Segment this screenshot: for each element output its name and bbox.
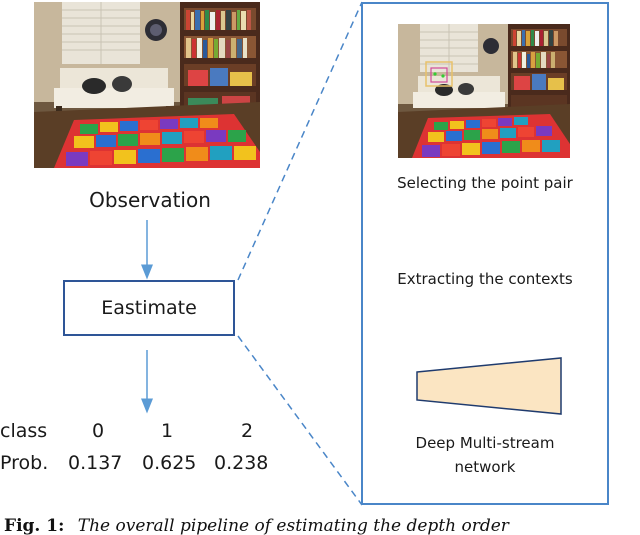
network-trapezoid: [416, 357, 562, 415]
figure-caption: Fig. 1: The overall pipeline of estimati…: [0, 514, 640, 535]
step2-label: Extracting the contexts: [397, 270, 573, 288]
caption-fig-label: Fig. 1:: [4, 516, 65, 535]
step3-label-line2: network: [454, 458, 516, 476]
table-row1-header: class: [0, 420, 48, 442]
table-prob-1: 0.625: [142, 452, 197, 474]
point-b-marker: [441, 74, 445, 78]
point-pair-image: [398, 24, 570, 158]
context-box-outer: [425, 61, 453, 87]
step3-label-line1: Deep Multi-stream: [415, 434, 555, 452]
observation-image: [34, 2, 260, 168]
table-row2-header: Prob.: [0, 452, 49, 474]
estimate-box: Eastimate: [63, 280, 235, 336]
room-scene-with-points: [398, 24, 570, 158]
detail-panel: Selecting the point pair Extracting the …: [361, 2, 609, 505]
table-class-2: 2: [241, 420, 254, 442]
table-class-1: 1: [161, 420, 174, 442]
table-class-0: 0: [92, 420, 105, 442]
estimate-label: Eastimate: [101, 297, 197, 319]
caption-text: The overall pipeline of estimating the d…: [77, 516, 509, 535]
table-prob-0: 0.137: [68, 452, 123, 474]
probability-table: class 0 1 2 Prob. 0.137 0.625 0.238: [0, 420, 300, 480]
context-box-inner: [430, 67, 448, 83]
observation-label: Observation: [89, 188, 211, 212]
room-scene-illustration: [34, 2, 260, 168]
table-prob-2: 0.238: [214, 452, 269, 474]
step1-label: Selecting the point pair: [397, 174, 573, 192]
point-a-marker: [433, 72, 437, 76]
